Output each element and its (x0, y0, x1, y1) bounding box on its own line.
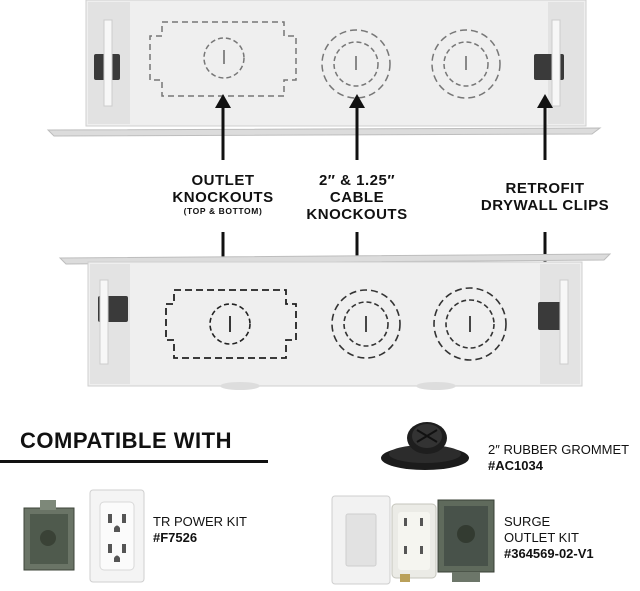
outlet-label-note: (TOP & BOTTOM) (183, 206, 263, 216)
enclosure-top-view (46, 0, 602, 137)
enclosure-bottom-view (58, 253, 612, 390)
compatible-with-heading: COMPATIBLE WITH (20, 428, 232, 453)
grommet-icon (381, 422, 469, 470)
power-kit-product: TR POWER KIT #F7526 (153, 514, 247, 546)
retrofit-clips-label: RETROFIT DRYWALL CLIPS (470, 180, 620, 214)
retrofit-label-line2: DRYWALL CLIPS (480, 197, 610, 214)
power-kit-name: TR POWER KIT (153, 514, 247, 529)
outlet-label-line1: OUTLET (191, 172, 255, 189)
cable-label-line2: CABLE (329, 189, 385, 206)
cable-knockouts-label: 2″ & 1.25″ CABLE KNOCKOUTS (292, 172, 422, 223)
cable-label-line1: 2″ & 1.25″ (318, 172, 396, 189)
grommet-sku: #AC1034 (488, 458, 543, 473)
arrows-up (215, 94, 553, 160)
surge-kit-icon (331, 495, 495, 585)
retrofit-label-line1: RETROFIT (505, 180, 585, 197)
power-kit-icon (23, 489, 145, 583)
surge-kit-name-line2: OUTLET KIT (504, 530, 579, 545)
grommet-name: 2″ RUBBER GROMMET (488, 442, 630, 457)
cable-label-line3: KNOCKOUTS (306, 206, 408, 223)
heading-divider (0, 460, 268, 463)
outlet-label-line2: KNOCKOUTS (172, 189, 274, 206)
surge-kit-sku: #364569-02-V1 (504, 546, 594, 561)
grommet-product: 2″ RUBBER GROMMET #AC1034 (488, 442, 629, 474)
power-kit-sku: #F7526 (153, 530, 198, 545)
outlet-knockouts-label: OUTLET KNOCKOUTS (TOP & BOTTOM) (150, 172, 296, 217)
surge-kit-product: SURGE OUTLET KIT #364569-02-V1 (504, 514, 594, 562)
surge-kit-name-line1: SURGE (504, 514, 551, 529)
